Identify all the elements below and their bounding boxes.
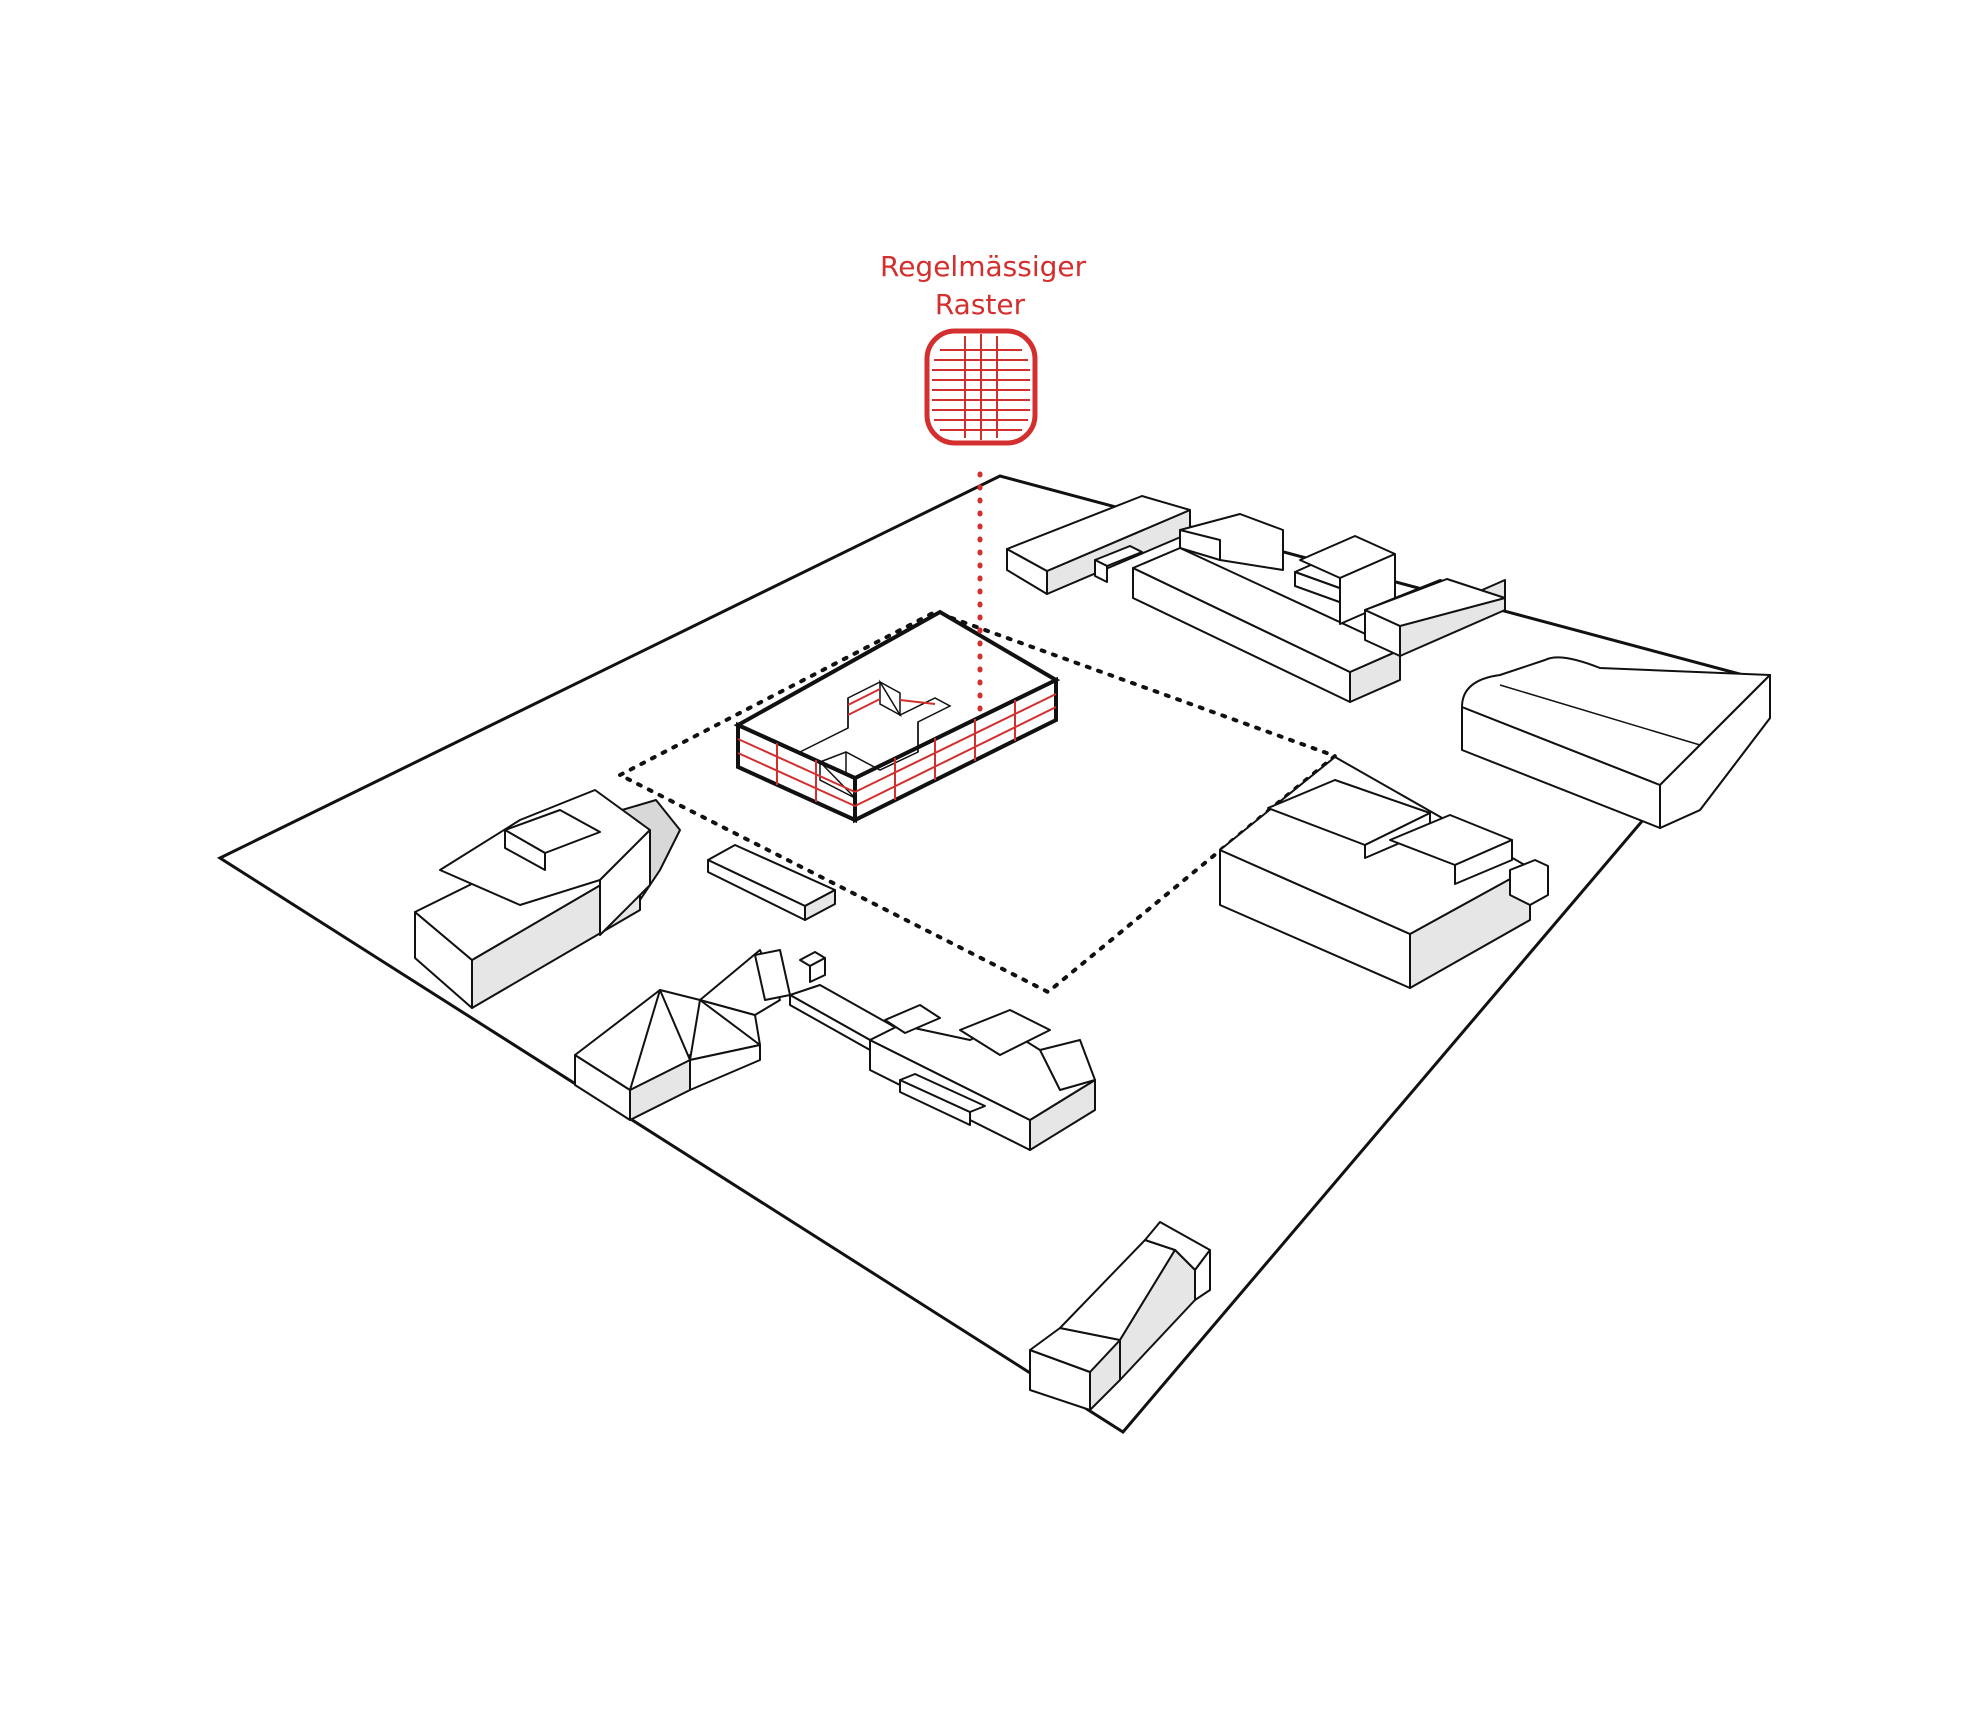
building-east-block [1219, 756, 1549, 989]
building-west-pitched [574, 949, 791, 1121]
building-west-tall [414, 789, 681, 1009]
building-slab [707, 844, 836, 921]
building-east-curved [1461, 656, 1771, 829]
annotation-label-line1: Regelmässiger [880, 250, 1087, 283]
building-south-pitched [869, 1004, 1096, 1151]
annotation-label-line2: Raster [934, 288, 1026, 321]
project-building [733, 609, 1061, 824]
building-south-small [1029, 1221, 1211, 1411]
project-grid-lines [737, 688, 1057, 807]
building-north-4 [1299, 535, 1506, 657]
grid-icon [924, 328, 1038, 446]
